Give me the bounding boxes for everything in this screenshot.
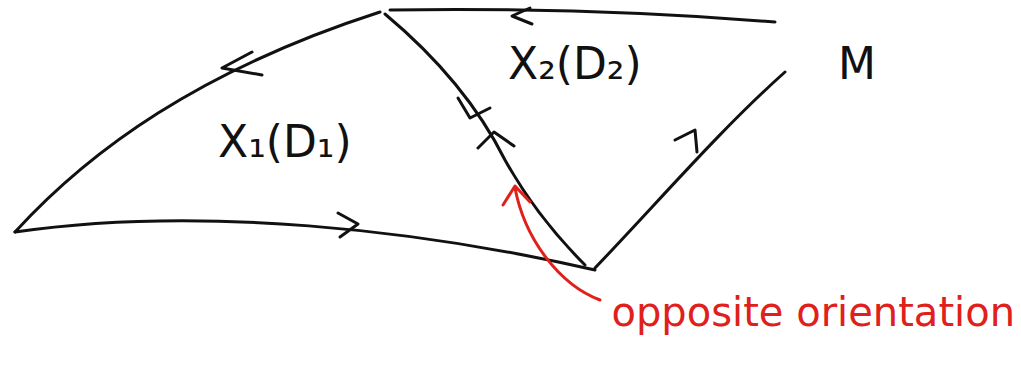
orientation-arrow: [222, 52, 262, 75]
callout-arrowhead: [503, 186, 530, 205]
orientation-arrow: [512, 8, 532, 24]
orientation-arrow: [675, 130, 697, 152]
patch-boundary: [15, 221, 595, 270]
patch-boundary: [595, 72, 785, 268]
patch-label: X₁(D₁): [218, 118, 352, 166]
orientation-arrow: [338, 213, 358, 237]
callout-leader: [515, 188, 600, 300]
surface-label: M: [838, 40, 876, 88]
orientation-arrow: [478, 132, 514, 148]
callout-note: opposite orientation: [612, 290, 1016, 334]
patch-boundary: [15, 12, 380, 232]
patch-boundary: [390, 10, 775, 23]
patch-label: X₂(D₂): [508, 40, 642, 88]
orientation-arrow: [458, 98, 490, 118]
